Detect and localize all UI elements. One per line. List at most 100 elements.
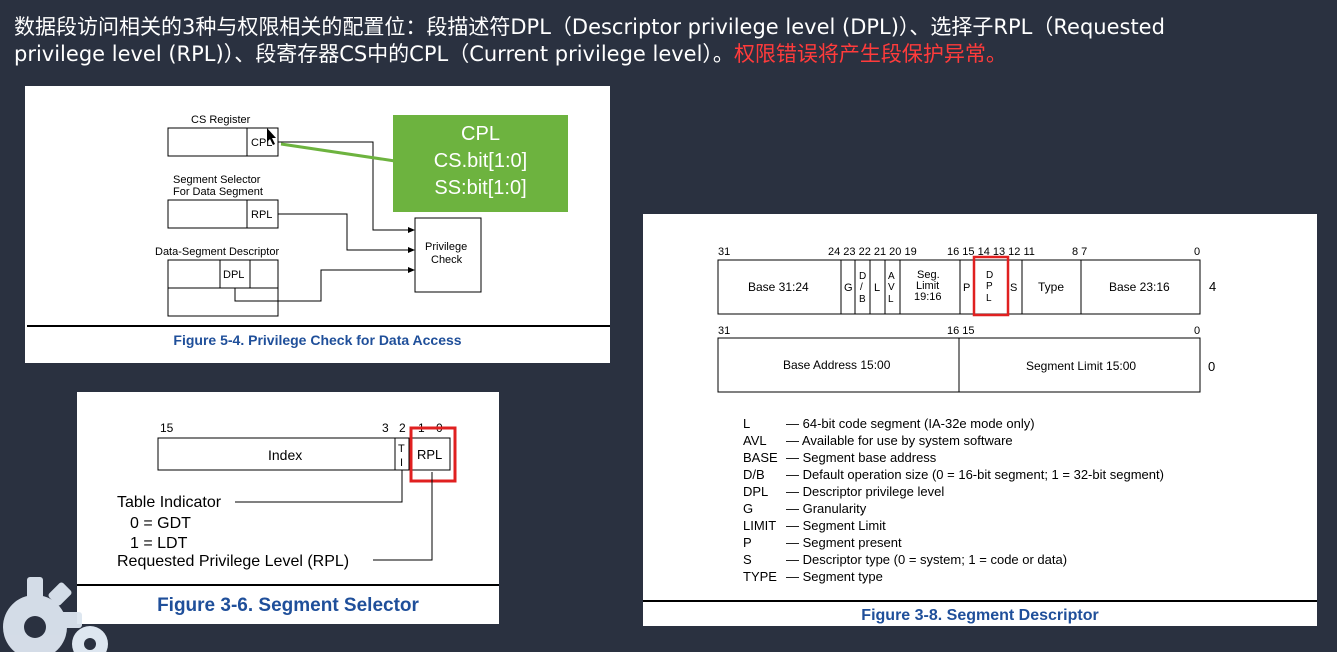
table-indicator-label: Table Indicator xyxy=(117,494,222,511)
legend-key: G xyxy=(743,501,753,516)
ti-leader xyxy=(235,470,403,503)
legend-desc: — Segment base address xyxy=(786,450,937,465)
req-priv-label: Requested Privilege Level (RPL) xyxy=(117,553,349,570)
legend-desc: — 64-bit code segment (IA-32e mode only) xyxy=(786,416,1035,431)
g-field: G xyxy=(844,282,853,294)
bit-2: 2 xyxy=(399,421,406,435)
figure-3-8-diagram: 31 24 23 22 21 20 19 16 15 14 13 12 11 8… xyxy=(643,246,1317,602)
arrow-dpl-head xyxy=(408,267,415,273)
bot-bit-0: 0 xyxy=(1194,325,1200,337)
rpl-field: RPL xyxy=(417,447,442,462)
selector-box xyxy=(157,437,451,471)
cpl-note-connector xyxy=(280,142,396,163)
legend-key: TYPE xyxy=(743,569,777,584)
figure-5-4-caption: Figure 5-4. Privilege Check for Data Acc… xyxy=(173,332,462,348)
rpl-leader xyxy=(373,472,433,561)
top-bits-24-19: 24 23 22 21 20 19 xyxy=(828,246,917,258)
legend-desc: — Default operation size (0 = 16-bit seg… xyxy=(786,467,1164,482)
bot-bit-31: 31 xyxy=(718,325,730,337)
cs-register-label: CS Register xyxy=(191,114,251,126)
arrow-dpl xyxy=(234,269,411,302)
legend-key: DPL xyxy=(743,484,768,499)
base-23-16: Base 23:16 xyxy=(1109,280,1170,294)
seg-limit-2: Limit xyxy=(916,280,939,292)
legend-desc: — Descriptor privilege level xyxy=(786,484,944,499)
cpl-note-title: CPL xyxy=(461,123,500,145)
db-b: B xyxy=(859,294,866,305)
top-bit-31: 31 xyxy=(718,246,730,258)
cpl-note-line-2: SS:bit[1:0] xyxy=(434,177,527,199)
mouse-cursor-icon xyxy=(267,128,276,145)
figure-3-6-diagram: 15 3 2 1 0 Index T I RPL Table Indicator… xyxy=(77,421,499,586)
legend-key: P xyxy=(743,535,752,550)
heading-line-2: privilege level (RPL)）、段寄存器CS中的CPL（Curre… xyxy=(14,41,1314,68)
figure-3-6-panel: 15 3 2 1 0 Index T I RPL Table Indicator… xyxy=(77,392,499,624)
legend-desc: — Granularity xyxy=(786,501,867,516)
seg-limit-1: Seg. xyxy=(917,269,940,281)
legend-key: S xyxy=(743,552,752,567)
gdt-label: 0 = GDT xyxy=(130,515,191,532)
db-slash: / xyxy=(860,282,863,293)
seg-selector-label-2: For Data Segment xyxy=(173,186,263,198)
index-field: Index xyxy=(268,447,302,463)
legend-key: BASE xyxy=(743,450,778,465)
dpl-p: P xyxy=(986,281,993,292)
figure-5-4-diagram: CS Register CPL Segment Selector For Dat… xyxy=(27,114,610,327)
l-field: L xyxy=(874,282,880,294)
ti-field-i: I xyxy=(400,457,403,469)
base-address-15-00: Base Address 15:00 xyxy=(783,358,891,372)
arrow-rpl xyxy=(278,213,411,251)
top-bits-16-11: 16 15 14 13 12 11 xyxy=(947,246,1035,258)
legend-desc: — Segment type xyxy=(786,569,883,584)
legend-key: L xyxy=(743,416,750,431)
heading: 数据段访问相关的3种与权限相关的配置位：段描述符DPL（Descriptor p… xyxy=(14,14,1314,68)
bit-3: 3 xyxy=(382,421,389,435)
data-desc-label: Data-Segment Descriptor xyxy=(155,246,279,258)
arrow-rpl-head xyxy=(408,247,415,253)
segment-limit-15-00: Segment Limit 15:00 xyxy=(1026,359,1136,373)
heading-warning: 权限错误将产生段保护异常。 xyxy=(733,42,1007,66)
cpl-note-line-1: CS.bit[1:0] xyxy=(433,150,528,172)
s-field: S xyxy=(1010,282,1017,294)
desc-high-box xyxy=(717,259,1201,315)
type-field: Type xyxy=(1038,280,1064,294)
heading-line-2-text: privilege level (RPL)）、段寄存器CS中的CPL（Curre… xyxy=(14,42,734,66)
bit-15: 15 xyxy=(160,421,174,435)
avl-a: A xyxy=(888,271,895,282)
legend: L — 64-bit code segment (IA-32e mode only… xyxy=(743,416,1164,584)
arrow-cpl xyxy=(278,141,411,231)
rpl-highlight xyxy=(409,426,457,483)
ti-field-t: T xyxy=(398,443,405,455)
legend-key: D/B xyxy=(743,467,765,482)
word-hi-offset: 4 xyxy=(1209,279,1216,294)
dpl-d: D xyxy=(986,270,993,281)
privilege-check-label-2: Check xyxy=(431,254,463,266)
privilege-check-label-1: Privilege xyxy=(425,241,467,253)
seg-selector-label-1: Segment Selector xyxy=(173,174,261,186)
privilege-check-box xyxy=(414,217,482,293)
figure-3-8-caption: Figure 3-8. Segment Descriptor xyxy=(861,607,1099,624)
word-lo-offset: 0 xyxy=(1208,359,1215,374)
dpl-l: L xyxy=(986,293,992,304)
figure-3-8-panel: 31 24 23 22 21 20 19 16 15 14 13 12 11 8… xyxy=(643,214,1317,626)
legend-desc: — Segment Limit xyxy=(786,518,886,533)
rpl-field: RPL xyxy=(251,209,272,221)
db-d: D xyxy=(859,271,866,282)
legend-key: LIMIT xyxy=(743,518,776,533)
dpl-highlight xyxy=(972,255,1010,317)
dpl-field: DPL xyxy=(223,269,244,281)
cpl-note: CPL CS.bit[1:0] SS:bit[1:0] xyxy=(393,115,568,212)
legend-desc: — Descriptor type (0 = system; 1 = code … xyxy=(786,552,1067,567)
top-bits-8-7: 8 7 xyxy=(1072,246,1087,258)
legend-desc: — Available for use by system software xyxy=(786,433,1013,448)
arrow-cpl-head xyxy=(408,227,415,233)
avl-l: L xyxy=(888,294,894,305)
top-bit-0: 0 xyxy=(1194,246,1200,258)
base-31-24: Base 31:24 xyxy=(748,280,809,294)
legend-desc: — Segment present xyxy=(786,535,902,550)
ldt-label: 1 = LDT xyxy=(130,535,188,552)
gear-icon xyxy=(3,577,108,652)
avl-v: V xyxy=(888,282,895,293)
bot-bits-16-15: 16 15 xyxy=(947,325,975,337)
heading-line-1: 数据段访问相关的3种与权限相关的配置位：段描述符DPL（Descriptor p… xyxy=(14,15,1165,39)
